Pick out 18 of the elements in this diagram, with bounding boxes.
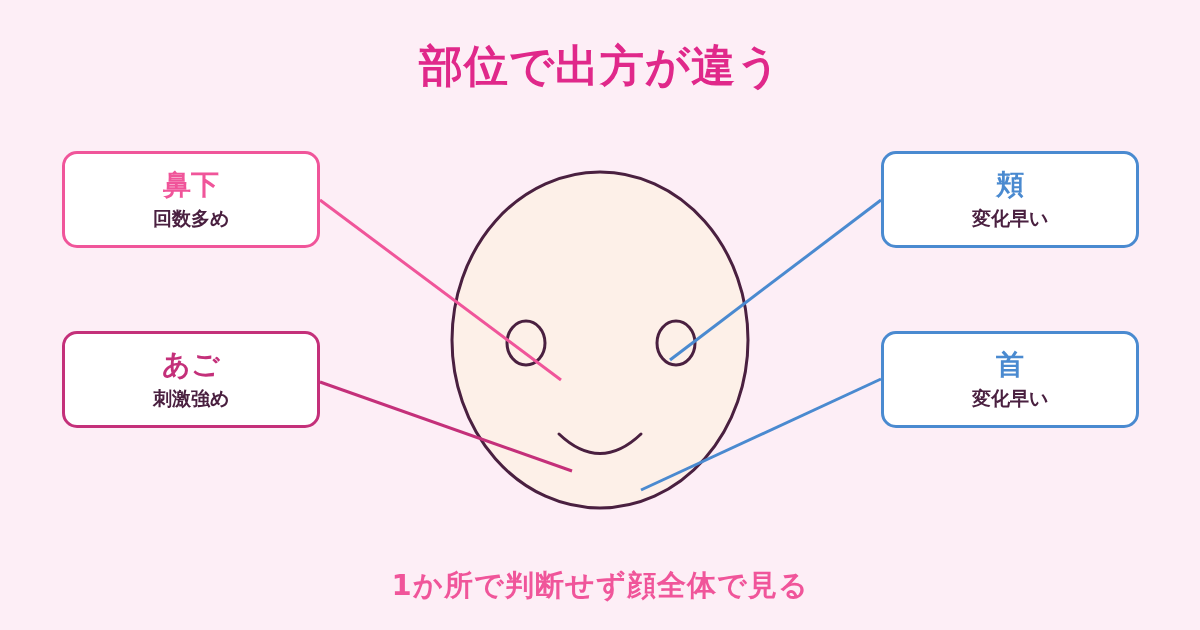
title: 部位で出方が違う	[418, 39, 782, 93]
part-name: 鼻下	[163, 168, 219, 202]
callout-box	[62, 331, 320, 428]
caption: 1か所で判断せず顔全体で見る	[391, 567, 809, 604]
callout-box	[62, 151, 320, 248]
part-name: 頬	[996, 168, 1024, 202]
note-text: 回数多め	[153, 206, 229, 231]
callout-box	[881, 331, 1139, 428]
note-text: 刺激強め	[153, 386, 229, 411]
part-name: 首	[996, 348, 1024, 382]
note-text: 変化早い	[972, 386, 1048, 411]
part-name: あご	[162, 348, 220, 382]
leader-line	[319, 380, 573, 473]
note-text: 変化早い	[972, 206, 1048, 231]
leader-line	[640, 377, 882, 492]
leader-line	[669, 198, 882, 362]
leader-line	[319, 198, 562, 382]
callout-box	[881, 151, 1139, 248]
